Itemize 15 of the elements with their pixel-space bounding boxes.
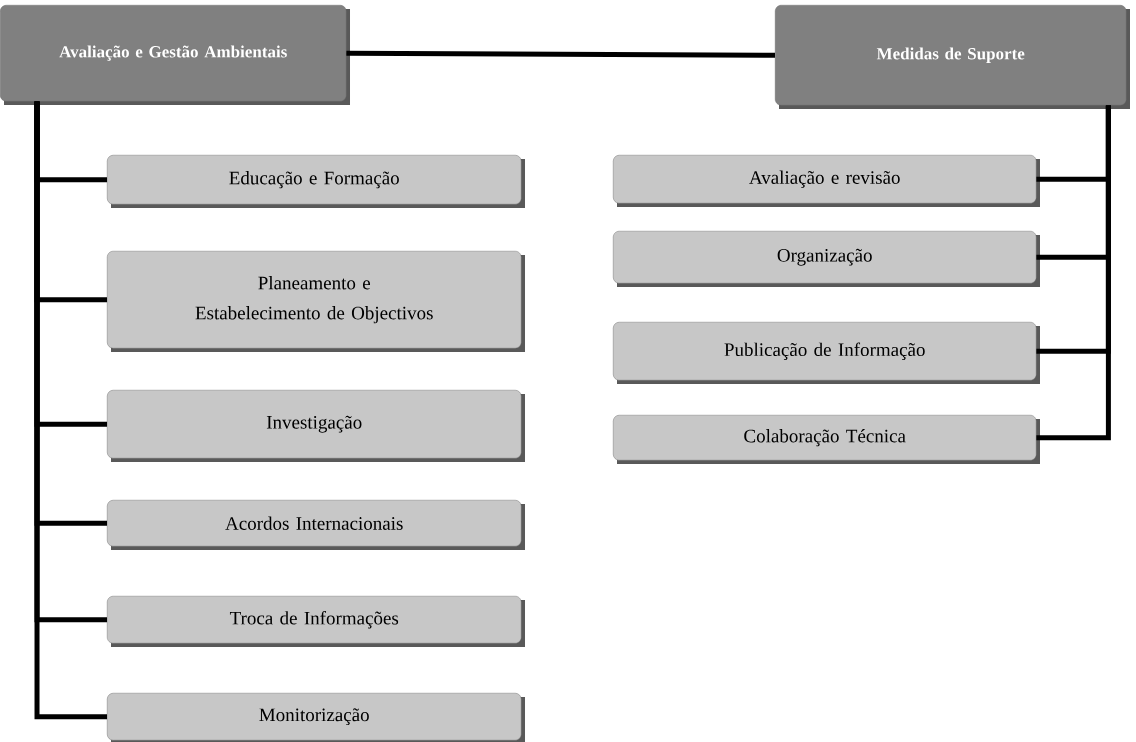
header-box: Medidas de Suporte bbox=[775, 5, 1130, 109]
process-box: Publicação de Informação bbox=[613, 322, 1040, 384]
process-box: Investigação bbox=[107, 390, 525, 462]
process-box: Acordos Internacionais bbox=[107, 500, 525, 550]
process-box: Monitorização bbox=[107, 693, 525, 742]
process-box: Colaboração Técnica bbox=[613, 415, 1040, 464]
process-box: Educação e Formação bbox=[107, 155, 525, 208]
connector-line bbox=[34, 101, 107, 720]
process-box: Organização bbox=[613, 231, 1040, 287]
connector-line bbox=[1036, 105, 1111, 441]
process-box: Troca de Informações bbox=[107, 596, 525, 647]
process-box: Avaliação e revisão bbox=[613, 155, 1040, 207]
process-box: Planeamento e Estabelecimento de Objectivos bbox=[107, 251, 525, 352]
connector-line bbox=[346, 50, 775, 58]
header-box: Avaliação e Gestão Ambientais bbox=[0, 5, 350, 105]
